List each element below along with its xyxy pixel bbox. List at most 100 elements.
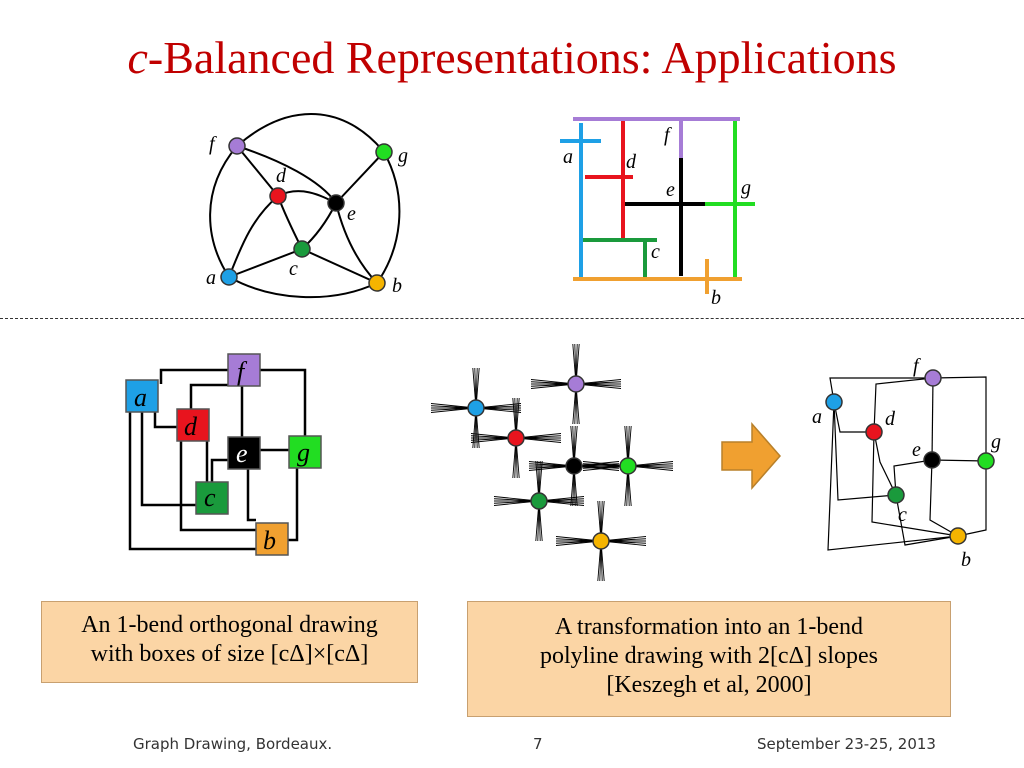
poly-edge-f-d bbox=[873, 377, 934, 433]
caption-orthogonal: An 1-bend orthogonal drawing with boxes … bbox=[41, 601, 418, 683]
box-c bbox=[195, 481, 229, 515]
seg-label-b: b bbox=[711, 287, 721, 309]
poly-edge-g-b bbox=[957, 461, 987, 537]
graph-labels: f g d e c a b bbox=[206, 133, 408, 297]
footer-date: September 23-25, 2013 bbox=[757, 735, 936, 753]
edge-e-b bbox=[335, 202, 378, 284]
edge-f-g bbox=[236, 113, 385, 153]
poly-vertex-e bbox=[923, 451, 941, 469]
box-label-b: b bbox=[263, 526, 276, 555]
seg-label-e: e bbox=[666, 179, 675, 201]
poly-label-b: b bbox=[961, 549, 971, 571]
vertex-f bbox=[228, 137, 246, 155]
poly-label-f: f bbox=[913, 355, 921, 377]
edge-d-a bbox=[228, 195, 279, 278]
box-label-c: c bbox=[204, 483, 216, 512]
ortho-edge-e-b bbox=[246, 468, 256, 522]
box-d bbox=[176, 408, 210, 442]
ortho-edge-a-d bbox=[153, 412, 177, 429]
poly-label-e: e bbox=[912, 439, 921, 461]
caption-transformation: A transformation into an 1-bend polyline… bbox=[467, 601, 951, 717]
poly-edge-a-c bbox=[833, 401, 897, 501]
slide-title: c-Balanced Representations: Applications bbox=[0, 28, 1024, 88]
label-g: g bbox=[398, 145, 408, 167]
poly-label-d: d bbox=[885, 408, 896, 430]
poly-label-c: c bbox=[898, 504, 907, 526]
poly-edge-f-e bbox=[931, 377, 934, 461]
box-a bbox=[125, 379, 159, 413]
poly-edge-a-b bbox=[827, 401, 959, 551]
caption-right-line3: [Keszegh et al, 2000] bbox=[606, 672, 812, 698]
poly-label-a: a bbox=[812, 406, 822, 428]
label-e: e bbox=[347, 203, 356, 225]
slope-vertex-f bbox=[567, 375, 585, 393]
edge-c-b bbox=[301, 248, 378, 284]
slope-vertex-d bbox=[507, 429, 525, 447]
vertex-b bbox=[368, 274, 386, 292]
box-label-e: e bbox=[236, 439, 248, 468]
poly-edge-e-g bbox=[931, 459, 987, 462]
box-label-f: f bbox=[237, 357, 248, 386]
label-f: f bbox=[209, 133, 217, 155]
slope-vertices bbox=[467, 375, 637, 550]
box-label-d: d bbox=[184, 412, 198, 441]
poly-edge-f-g bbox=[932, 376, 987, 461]
poly-vertex-f bbox=[924, 369, 942, 387]
poly-edge-e-b bbox=[929, 459, 959, 537]
box-b bbox=[255, 522, 289, 556]
label-d: d bbox=[276, 165, 287, 187]
poly-vertex-b bbox=[949, 527, 967, 545]
poly-label-g: g bbox=[991, 431, 1001, 453]
seg-label-g: g bbox=[741, 177, 751, 199]
ortho-edge-e-c bbox=[210, 458, 228, 482]
label-a: a bbox=[206, 267, 216, 289]
poly-vertex-c bbox=[887, 486, 905, 504]
poly-edge-d-b bbox=[871, 431, 959, 537]
box-label-a: a bbox=[134, 383, 147, 412]
segment-representation bbox=[560, 117, 755, 294]
label-c: c bbox=[289, 258, 298, 280]
graph-vertices bbox=[220, 137, 393, 292]
poly-vertex-a bbox=[825, 393, 843, 411]
polyline-labels: f a d e g c b bbox=[812, 355, 1001, 571]
ortho-edge-d-b bbox=[179, 441, 256, 532]
ortho-edge-a-b bbox=[128, 412, 256, 551]
ortho-edge-f-a bbox=[159, 368, 228, 384]
edge-f-d bbox=[236, 145, 279, 197]
poly-edge-c-b bbox=[895, 494, 959, 546]
edge-f-a bbox=[209, 145, 238, 278]
poly-edge-a-d bbox=[833, 401, 874, 433]
ortho-edge-g-b bbox=[287, 468, 299, 542]
poly-edge-d-c bbox=[873, 431, 897, 496]
vertex-a bbox=[220, 268, 238, 286]
vertex-e bbox=[327, 194, 345, 212]
seg-label-c: c bbox=[651, 241, 660, 263]
caption-left-line2: with boxes of size [cΔ]×[cΔ] bbox=[90, 641, 369, 667]
ortho-edge-a-c bbox=[140, 412, 196, 507]
box-e bbox=[227, 436, 261, 470]
section-divider bbox=[0, 318, 1024, 319]
poly-vertex-g bbox=[977, 452, 995, 470]
poly-edge-f-a bbox=[829, 377, 933, 403]
vertex-d bbox=[269, 187, 287, 205]
slope-vertex-a bbox=[467, 399, 485, 417]
caption-left-line1: An 1-bend orthogonal drawing bbox=[81, 612, 378, 638]
ortho-edge-f-g bbox=[260, 368, 307, 436]
slope-vertex-b bbox=[592, 532, 610, 550]
slope-vertex-c bbox=[530, 492, 548, 510]
orthogonal-box-labels: f a d e g c b bbox=[134, 357, 310, 555]
slope-vertex-e bbox=[565, 457, 583, 475]
edge-g-b bbox=[376, 151, 401, 284]
ortho-edge-f-d bbox=[189, 383, 236, 409]
slope-lines bbox=[430, 343, 674, 582]
edge-e-g bbox=[335, 151, 385, 204]
vertex-c bbox=[293, 240, 311, 258]
caption-right-line1: A transformation into an 1-bend bbox=[555, 614, 863, 640]
seg-label-a: a bbox=[563, 146, 573, 168]
seg-label-d: d bbox=[626, 151, 637, 173]
segment-labels: a d f e g c b bbox=[563, 124, 751, 309]
title-text: -Balanced Representations: Applications bbox=[147, 32, 897, 83]
polyline-drawing-edges bbox=[827, 376, 987, 551]
edge-c-a bbox=[228, 248, 303, 278]
